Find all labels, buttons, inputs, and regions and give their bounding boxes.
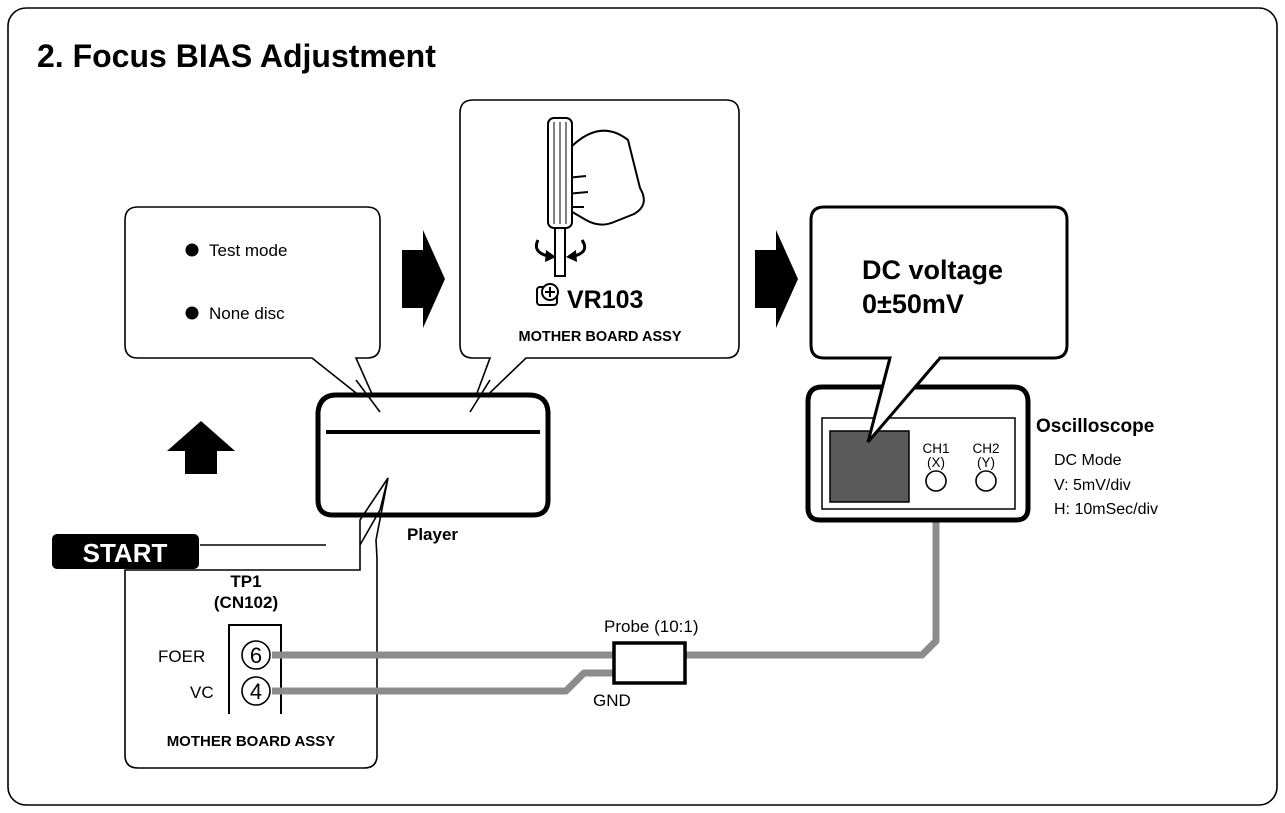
probe-cable <box>272 490 940 695</box>
probe-label: Probe (10:1) <box>604 617 699 636</box>
connector-bracket <box>228 624 282 714</box>
start-badge <box>52 534 199 569</box>
bullet-icon <box>185 306 199 320</box>
step1-item-none-disc: None disc <box>209 304 285 323</box>
pin-6-icon <box>241 640 271 670</box>
bullet-icon <box>185 243 199 257</box>
osc-setting-mode: DC Mode <box>1054 452 1122 469</box>
player-label: Player <box>407 525 458 544</box>
ch1-jack-icon <box>925 470 947 492</box>
ch1-label: CH1 <box>922 441 949 456</box>
ch2-label: CH2 <box>972 441 999 456</box>
callout-test-point <box>124 477 389 769</box>
tp-board-label: MOTHER BOARD ASSY <box>167 733 336 750</box>
step2-board-label: MOTHER BOARD ASSY <box>519 329 682 345</box>
start-label: START <box>83 538 168 568</box>
page-title: 2. Focus BIAS Adjustment <box>37 38 436 74</box>
screwdriver-adjust-icon <box>534 117 645 277</box>
control-label: VR103 <box>567 286 643 314</box>
pin-4-icon <box>241 676 271 706</box>
arrow-right-icon <box>402 230 445 328</box>
osc-setting-horizontal: H: 10mSec/div <box>1054 501 1158 518</box>
ch1-axis: (X) <box>927 455 945 470</box>
pin-label-foer: FOER <box>158 647 205 666</box>
oscilloscope-title: Oscilloscope <box>1036 416 1154 437</box>
callout-step1 <box>124 206 381 413</box>
callout-step2 <box>459 99 740 413</box>
ch2-jack-icon <box>975 470 997 492</box>
step1-item-test-mode: Test mode <box>209 241 287 260</box>
osc-setting-vertical: V: 5mV/div <box>1054 477 1131 494</box>
tp-connector: (CN102) <box>214 593 278 612</box>
trimmer-pot-icon <box>536 283 559 306</box>
arrow-up-icon <box>167 421 235 474</box>
oscilloscope-device <box>805 384 1031 523</box>
result-voltage-value: 0±50mV <box>862 289 964 319</box>
player-device <box>315 379 551 518</box>
pin-label-vc: VC <box>190 683 214 702</box>
tp-name: TP1 <box>230 572 261 591</box>
pin-number-6: 6 <box>250 643 262 668</box>
gnd-label: GND <box>593 691 631 710</box>
result-voltage-label: DC voltage <box>862 255 1003 285</box>
arrow-right-icon <box>755 230 798 328</box>
ch2-axis: (Y) <box>977 455 995 470</box>
oscilloscope-screen <box>829 430 910 503</box>
probe-body <box>612 641 687 685</box>
pin-number-4: 4 <box>250 679 262 704</box>
